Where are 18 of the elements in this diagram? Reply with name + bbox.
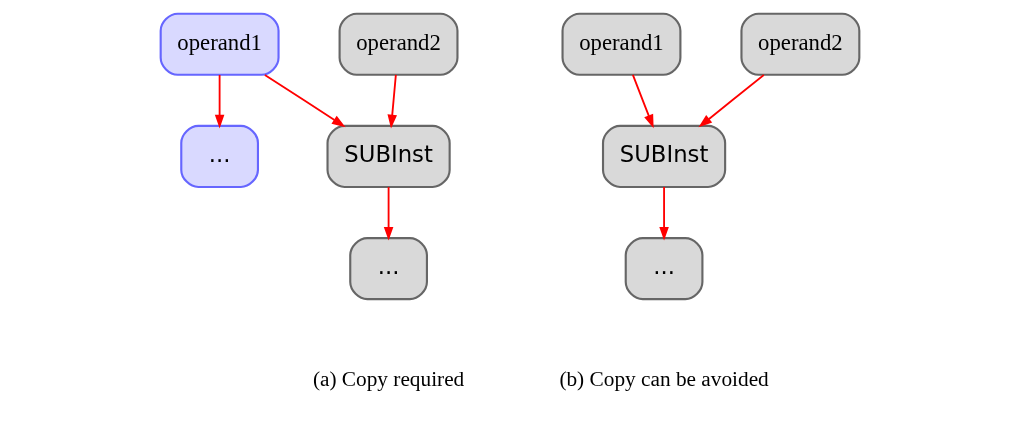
arrow bbox=[658, 186, 669, 241]
arrow bbox=[386, 74, 397, 129]
node-box: SUBInst bbox=[325, 124, 451, 188]
label: (b) Copy can be avoided bbox=[558, 366, 769, 391]
arrow bbox=[698, 74, 765, 128]
arrow bbox=[631, 74, 654, 129]
node-box: ... bbox=[179, 124, 259, 188]
arrow bbox=[263, 74, 346, 128]
arrow bbox=[383, 186, 393, 241]
node-box: SUBInst bbox=[601, 124, 726, 188]
node-box: operand2 bbox=[739, 12, 860, 76]
node-box: ... bbox=[624, 237, 703, 301]
arrow bbox=[214, 74, 224, 129]
node-box: ... bbox=[348, 237, 428, 301]
label: (a) Copy required bbox=[312, 366, 464, 391]
node-box: operand1 bbox=[560, 12, 681, 76]
node-box: operand1 bbox=[159, 12, 280, 76]
node-box: operand2 bbox=[338, 12, 459, 76]
